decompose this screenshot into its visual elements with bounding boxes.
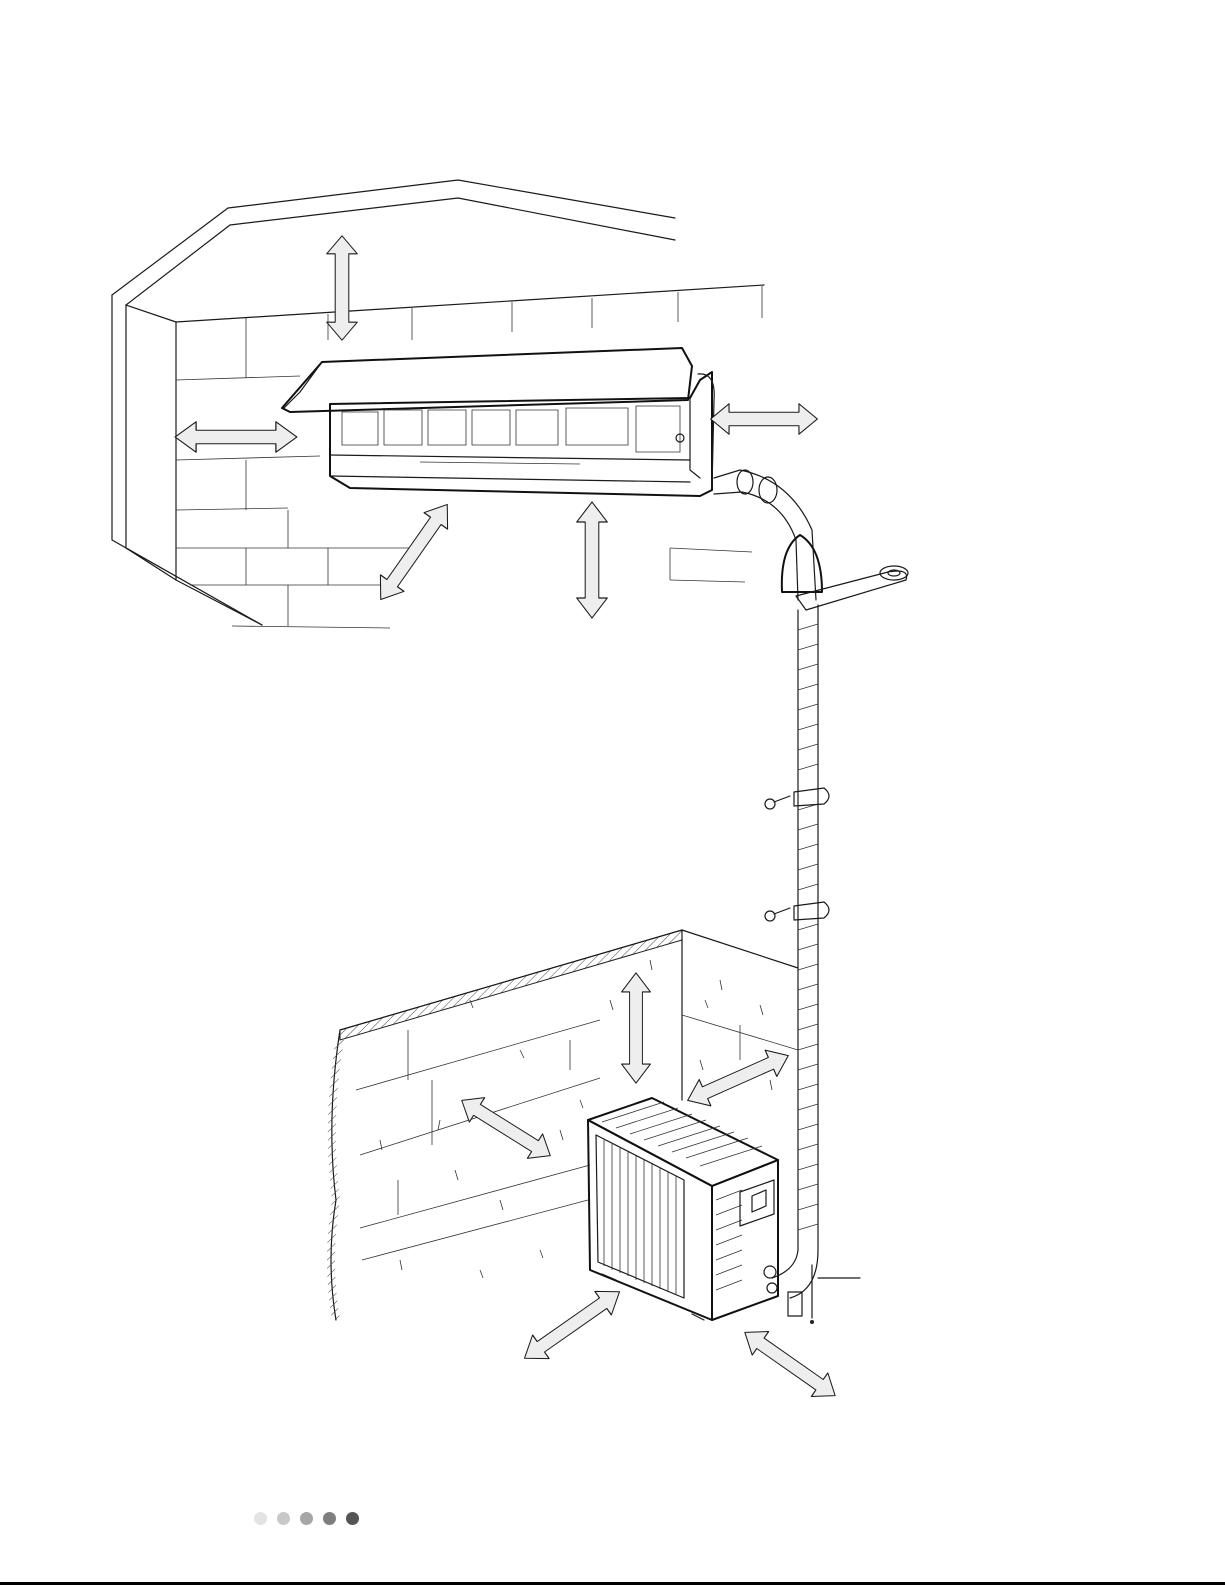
page-dot (277, 1512, 290, 1525)
arrow-top-clearance (622, 973, 651, 1083)
arrow-right-clearance (711, 404, 818, 435)
screw-icon (765, 796, 790, 809)
page-dot (323, 1512, 336, 1525)
indoor-clearance-arrows (175, 236, 817, 618)
page-dot (254, 1512, 267, 1525)
page-indicator (254, 1512, 359, 1525)
refrigerant-piping (714, 470, 908, 1324)
arrow-front-left-clearance (516, 1280, 628, 1370)
indoor-unit (282, 348, 714, 496)
page-dot (346, 1512, 359, 1525)
outdoor-wall (327, 930, 798, 1320)
arrow-bottom-clearance (577, 502, 608, 618)
arrow-front-clearance (369, 496, 459, 608)
arrow-left-clearance (175, 422, 297, 453)
arrow-rear-left-clearance (454, 1088, 558, 1168)
arrow-rear-right-clearance (682, 1042, 794, 1113)
indoor-wall (112, 180, 764, 628)
page-dot (300, 1512, 313, 1525)
outdoor-unit (588, 1098, 778, 1320)
arrow-top-clearance (327, 236, 358, 340)
screw-icon (765, 908, 790, 921)
outdoor-clearance-arrows (454, 973, 843, 1407)
arrow-front-right-clearance (737, 1321, 844, 1408)
